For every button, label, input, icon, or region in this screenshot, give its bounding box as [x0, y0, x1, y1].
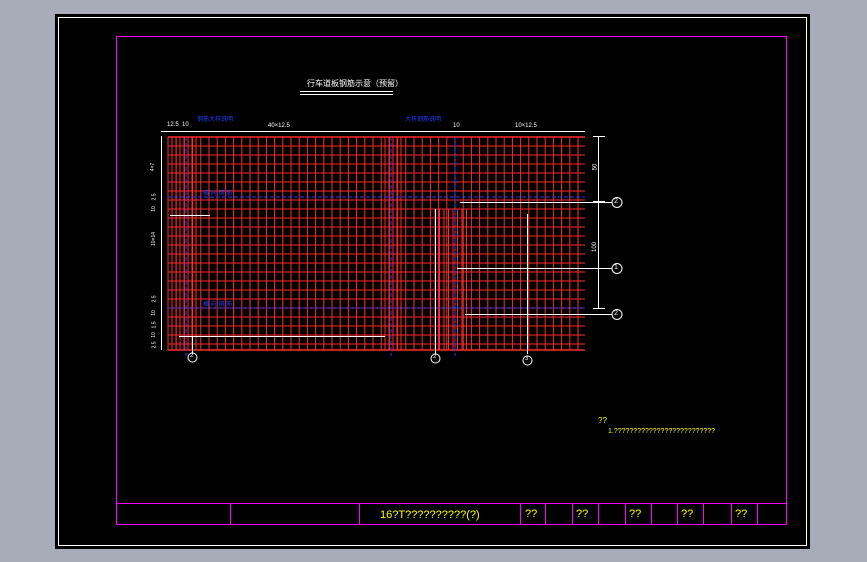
leader-lines — [170, 202, 612, 354]
callout-right-1: 2 — [614, 198, 618, 205]
right-dim-2: 100 — [592, 241, 599, 253]
top-dim-2: 10 — [182, 122, 189, 128]
left-dim-4: 10×14 — [151, 231, 158, 247]
title-block-field-2: ?? — [576, 508, 589, 520]
left-dim-6: 10 — [150, 310, 157, 316]
title-block-field-4: ?? — [681, 508, 694, 520]
callouts-bottom — [187, 352, 533, 366]
left-dim-7: 1.5 — [151, 321, 158, 329]
callout-right-2: 1 — [614, 264, 618, 271]
left-dim-5: 2.5 — [151, 295, 158, 303]
title-block-drawing-name: 16?T??????????(?) — [380, 509, 480, 521]
callout-bottom-1: 2 — [190, 353, 194, 359]
top-dim-5: 10×12.5 — [515, 123, 537, 129]
callout-bottom-2: 2 — [433, 354, 437, 360]
callout-bottom-3: 3 — [525, 356, 529, 362]
top-dim-1: 12.5 — [167, 122, 179, 128]
rebar-mesh — [167, 136, 585, 356]
notes-line-1: 1.?????????????????????????? — [608, 428, 716, 435]
blue-label-top-left: 钢筋大样说明 — [197, 117, 234, 123]
right-dim-1: 50 — [592, 163, 599, 171]
title-block-field-3: ?? — [629, 508, 642, 520]
title-block-field-1: ?? — [525, 508, 538, 520]
outer-border — [58, 17, 807, 546]
left-dim-1: 4×7 — [150, 162, 157, 172]
drawing-sheet: 行车道板钢筋示意（预留） 12.5 10 40×12.5 10 10×12.5 … — [55, 14, 810, 549]
left-dim-8: 10 — [150, 332, 157, 338]
drawing-canvas — [58, 17, 807, 546]
blue-label-mid-upper: 横 向 钢 筋 — [203, 191, 233, 197]
left-dim-9: 2.5 — [151, 341, 158, 349]
top-dim-4: 10 — [453, 123, 460, 129]
callout-right-3: 2 — [614, 310, 618, 317]
blue-label-top-right: 大样钢筋说明 — [405, 117, 442, 123]
callouts-right — [611, 197, 623, 320]
title-block-dividers — [230, 504, 758, 524]
left-dim-2: 2.5 — [151, 193, 158, 201]
top-dim-3: 40×12.5 — [268, 123, 290, 129]
blue-label-mid-lower: 横 向 钢 筋 — [203, 302, 233, 308]
title-block-field-5: ?? — [735, 508, 748, 520]
notes-heading: ?? — [598, 416, 607, 425]
drawing-title: 行车道板钢筋示意（预留） — [307, 79, 403, 88]
left-dim-3: 10 — [150, 206, 157, 212]
drawing-frame — [116, 36, 787, 525]
